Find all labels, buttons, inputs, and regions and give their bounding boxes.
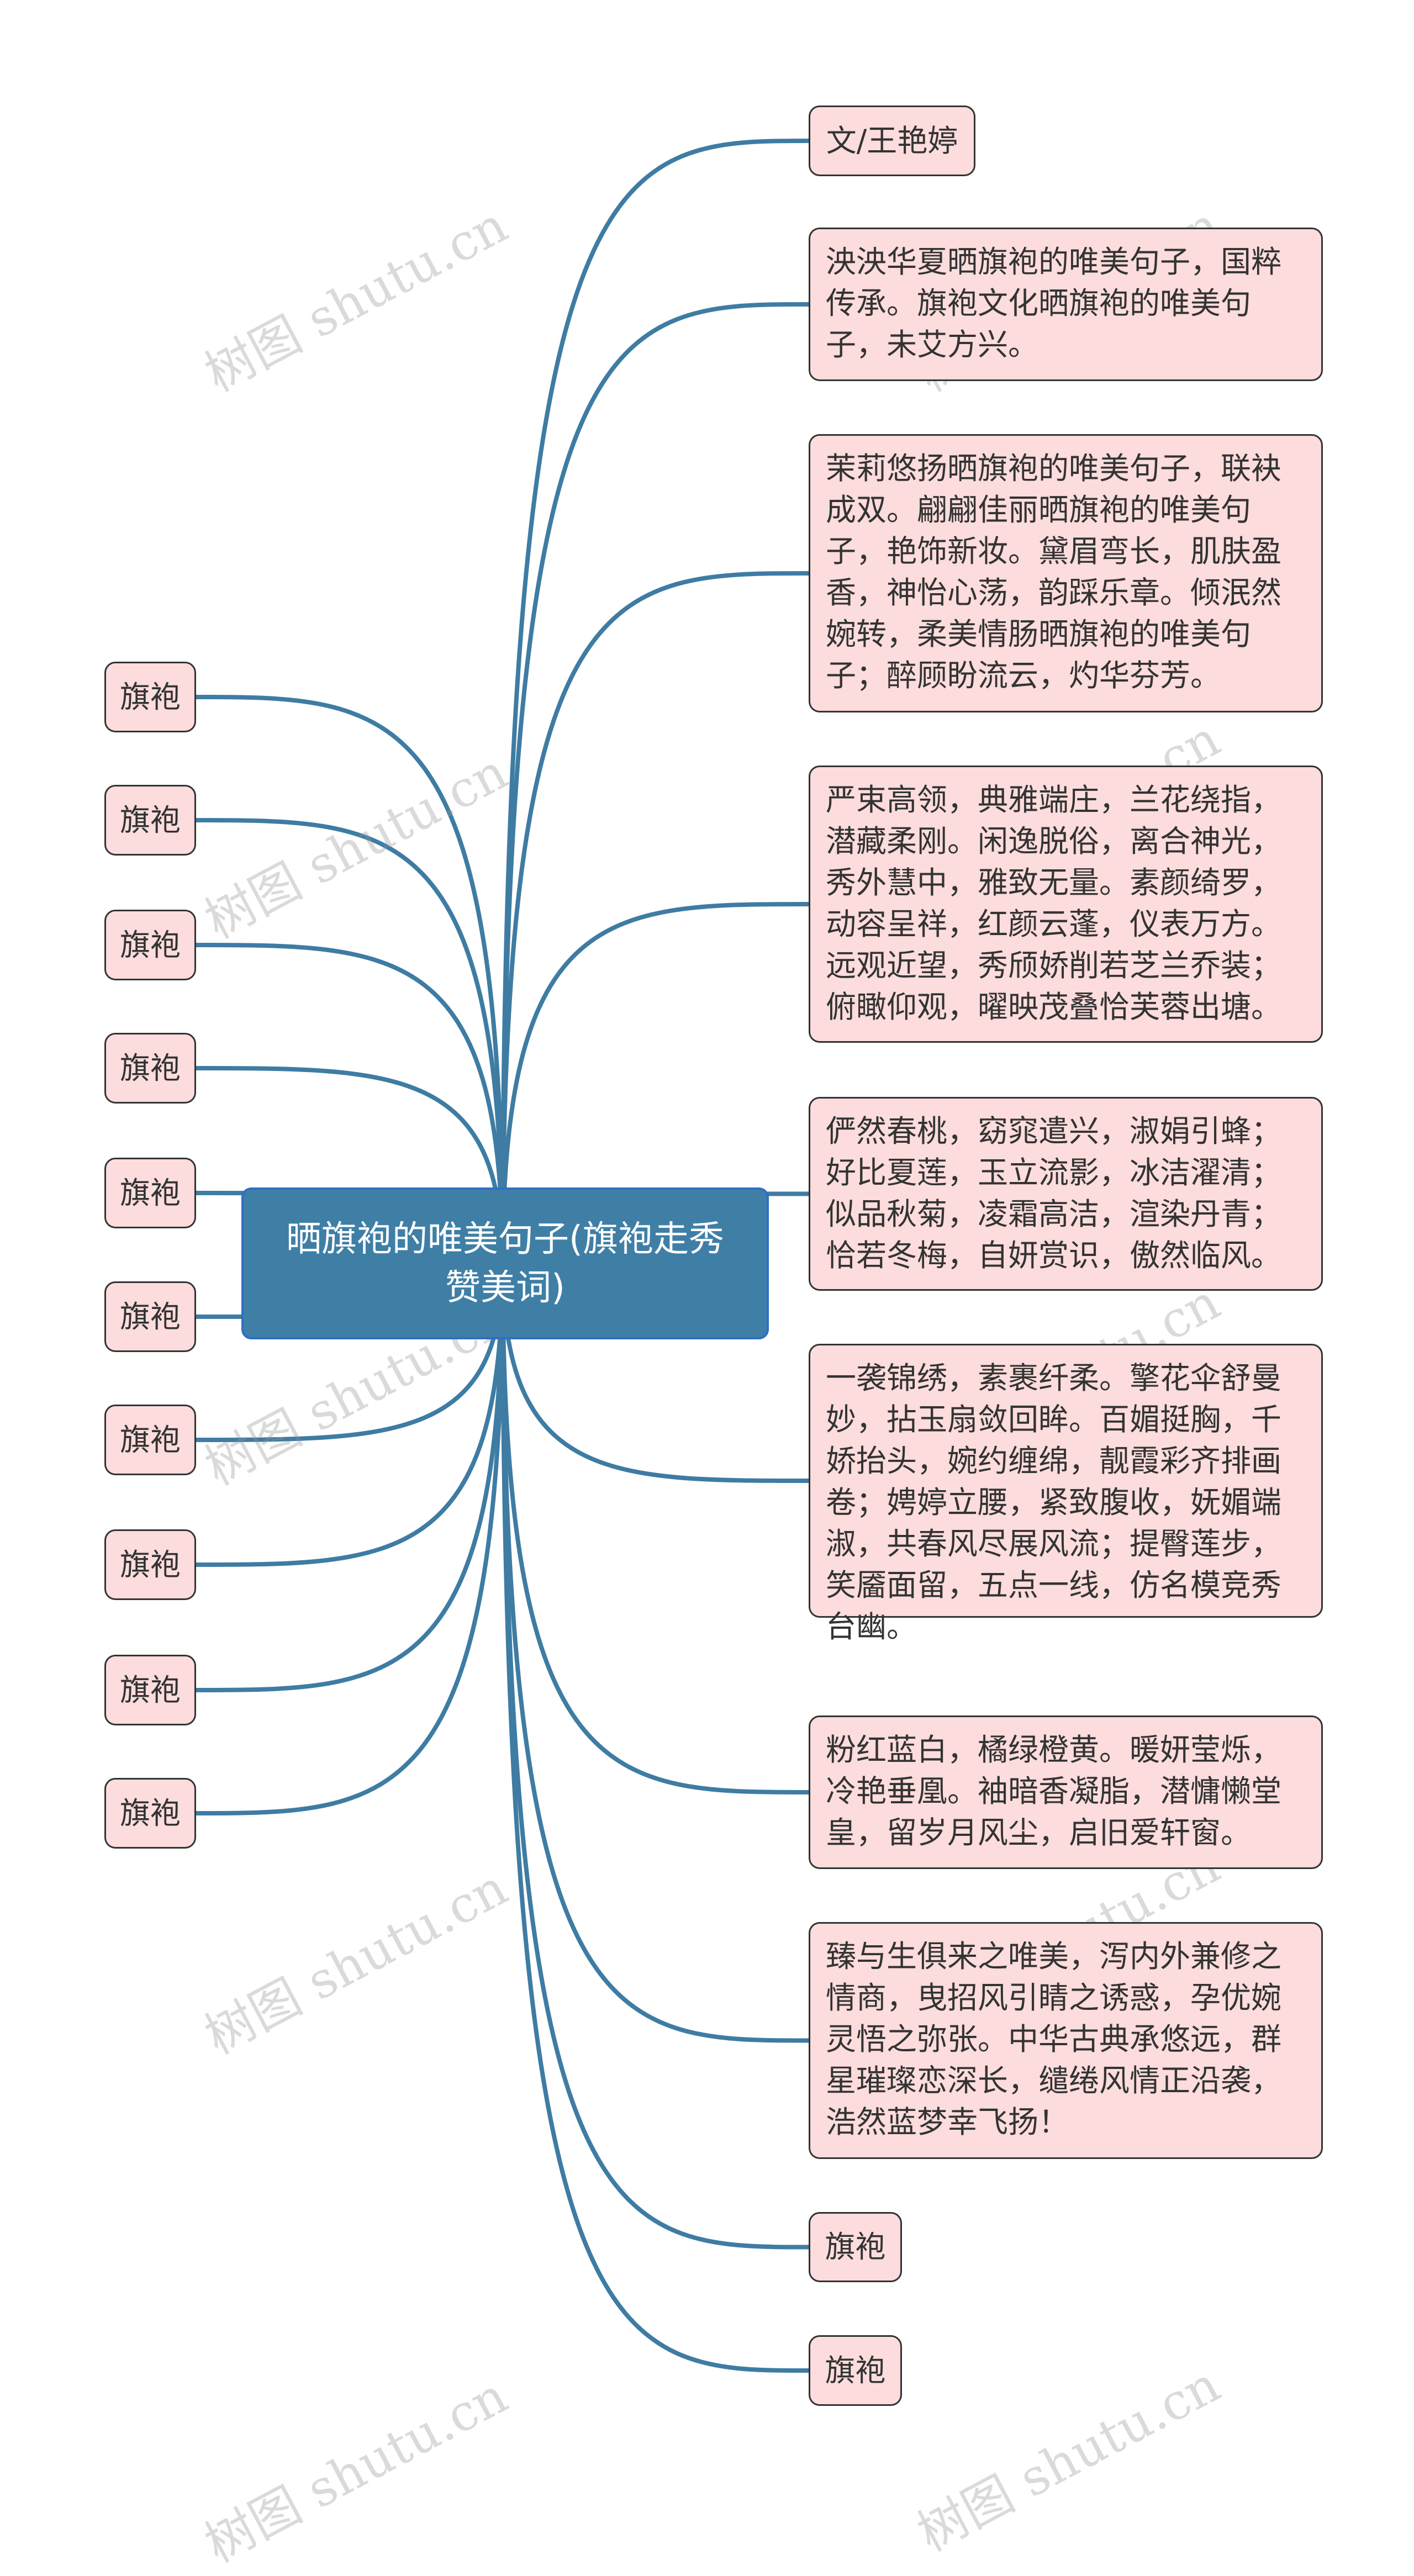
topic-node-text: 旗袍 xyxy=(119,1546,181,1582)
connector-right-5 xyxy=(500,1263,809,1483)
topic-node-right[interactable]: 泱泱华夏晒旗袍的唯美句子，国粹传承。旗袍文化晒旗袍的唯美句子，未艾方兴。 xyxy=(809,228,1323,381)
topic-node-text: 泱泱华夏晒旗袍的唯美句子，国粹传承。旗袍文化晒旗袍的唯美句子，未艾方兴。 xyxy=(826,244,1282,362)
connector-right-6 xyxy=(500,1263,809,1794)
topic-node-text: 旗袍 xyxy=(119,679,181,715)
topic-node-left[interactable]: 旗袍 xyxy=(104,1778,196,1849)
topic-node-right[interactable]: 旗袍 xyxy=(809,2335,902,2406)
topic-node-text: 旗袍 xyxy=(825,2352,886,2388)
connector-left-7 xyxy=(196,1263,505,1567)
topic-node-text: 旗袍 xyxy=(119,1672,181,1708)
topic-node-text: 茉莉悠扬晒旗袍的唯美句子，联袂成双。翩翩佳丽晒旗袍的唯美句子，艳饰新妆。黛眉弯长… xyxy=(826,451,1282,693)
topic-node-left[interactable]: 旗袍 xyxy=(104,662,196,732)
topic-node-text: 文/王艳婷 xyxy=(826,123,958,159)
topic-node-text: 旗袍 xyxy=(825,2229,886,2264)
topic-node-left[interactable]: 旗袍 xyxy=(104,1655,196,1725)
topic-node-text: 旗袍 xyxy=(119,1422,181,1458)
topic-node-text: 旗袍 xyxy=(119,1175,181,1211)
topic-node-text: 粉红蓝白，橘绿橙黄。暖妍莹烁，冷艳垂凰。袖暗香凝脂，潜慵懒堂皇，留岁月风尘，启旧… xyxy=(826,1732,1282,1850)
topic-node-text: 俨然春桃，窈窕遣兴，淑娟引蜂；好比夏莲，玉立流影，冰洁濯清；似品秋菊，凌霜高洁，… xyxy=(826,1113,1282,1273)
connector-left-9 xyxy=(196,1263,505,1815)
connector-right-9 xyxy=(500,1263,809,2373)
topic-node-right[interactable]: 一袭锦绣，素裹纤柔。擎花伞舒曼妙，拈玉扇敛回眸。百媚挺胸，千娇抬头，婉约缠绵，靓… xyxy=(809,1344,1323,1644)
topic-node-left[interactable]: 旗袍 xyxy=(104,1405,196,1475)
topic-node-text: 旗袍 xyxy=(119,1795,181,1831)
topic-node-text: 一袭锦绣，素裹纤柔。擎花伞舒曼妙，拈玉扇敛回眸。百媚挺胸，千娇抬头，婉约缠绵，靓… xyxy=(826,1360,1282,1644)
topic-node-text: 旗袍 xyxy=(119,1298,181,1334)
topic-node-right[interactable]: 俨然春桃，窈窕遣兴，淑娟引蜂；好比夏莲，玉立流影，冰洁濯清；似品秋菊，凌霜高洁，… xyxy=(809,1097,1323,1291)
connector-right-3 xyxy=(500,902,809,1264)
topic-node-right[interactable]: 严束高领，典雅端庄，兰花绕指，潜藏柔刚。闲逸脱俗，离合神光，秀外慧中，雅致无量。… xyxy=(809,766,1323,1043)
topic-node-right[interactable]: 旗袍 xyxy=(809,2212,902,2282)
connector-left-2 xyxy=(196,943,505,1264)
topic-node-left[interactable]: 旗袍 xyxy=(104,1281,196,1352)
connector-right-1 xyxy=(500,302,809,1264)
topic-node-text: 严束高领，典雅端庄，兰花绕指，潜藏柔刚。闲逸脱俗，离合神光，秀外慧中，雅致无量。… xyxy=(826,782,1282,1025)
topic-node-text: 旗袍 xyxy=(119,1050,181,1086)
connector-lines xyxy=(196,139,809,2373)
topic-node-right[interactable]: 臻与生俱来之唯美，泻内外兼修之情商，曳招风引睛之诱惑，孕优婉灵悟之弥张。中华古典… xyxy=(809,1922,1323,2159)
topic-node-left[interactable]: 旗袍 xyxy=(104,785,196,856)
connector-left-1 xyxy=(196,818,505,1264)
connector-right-0 xyxy=(500,139,809,1264)
connector-left-8 xyxy=(196,1263,505,1692)
topic-node-right[interactable]: 茉莉悠扬晒旗袍的唯美句子，联袂成双。翩翩佳丽晒旗袍的唯美句子，艳饰新妆。黛眉弯长… xyxy=(809,434,1323,712)
topic-node-text: 旗袍 xyxy=(119,802,181,838)
connector-right-2 xyxy=(500,571,809,1264)
central-topic[interactable]: 晒旗袍的唯美句子(旗袍走秀赞美词) xyxy=(241,1187,769,1339)
topic-node-left[interactable]: 旗袍 xyxy=(104,1529,196,1600)
topic-node-right[interactable]: 粉红蓝白，橘绿橙黄。暖妍莹烁，冷艳垂凰。袖暗香凝脂，潜慵懒堂皇，留岁月风尘，启旧… xyxy=(809,1715,1323,1869)
topic-node-right[interactable]: 文/王艳婷 xyxy=(809,105,975,176)
topic-node-text: 臻与生俱来之唯美，泻内外兼修之情商，曳招风引睛之诱惑，孕优婉灵悟之弥张。中华古典… xyxy=(826,1939,1282,2140)
connector-right-7 xyxy=(500,1263,809,2043)
topic-node-left[interactable]: 旗袍 xyxy=(104,910,196,980)
topic-node-text: 旗袍 xyxy=(119,927,181,963)
central-topic-label: 晒旗袍的唯美句子(旗袍走秀赞美词) xyxy=(286,1218,724,1308)
topic-node-left[interactable]: 旗袍 xyxy=(104,1033,196,1104)
connector-left-0 xyxy=(196,695,505,1264)
topic-node-left[interactable]: 旗袍 xyxy=(104,1158,196,1228)
